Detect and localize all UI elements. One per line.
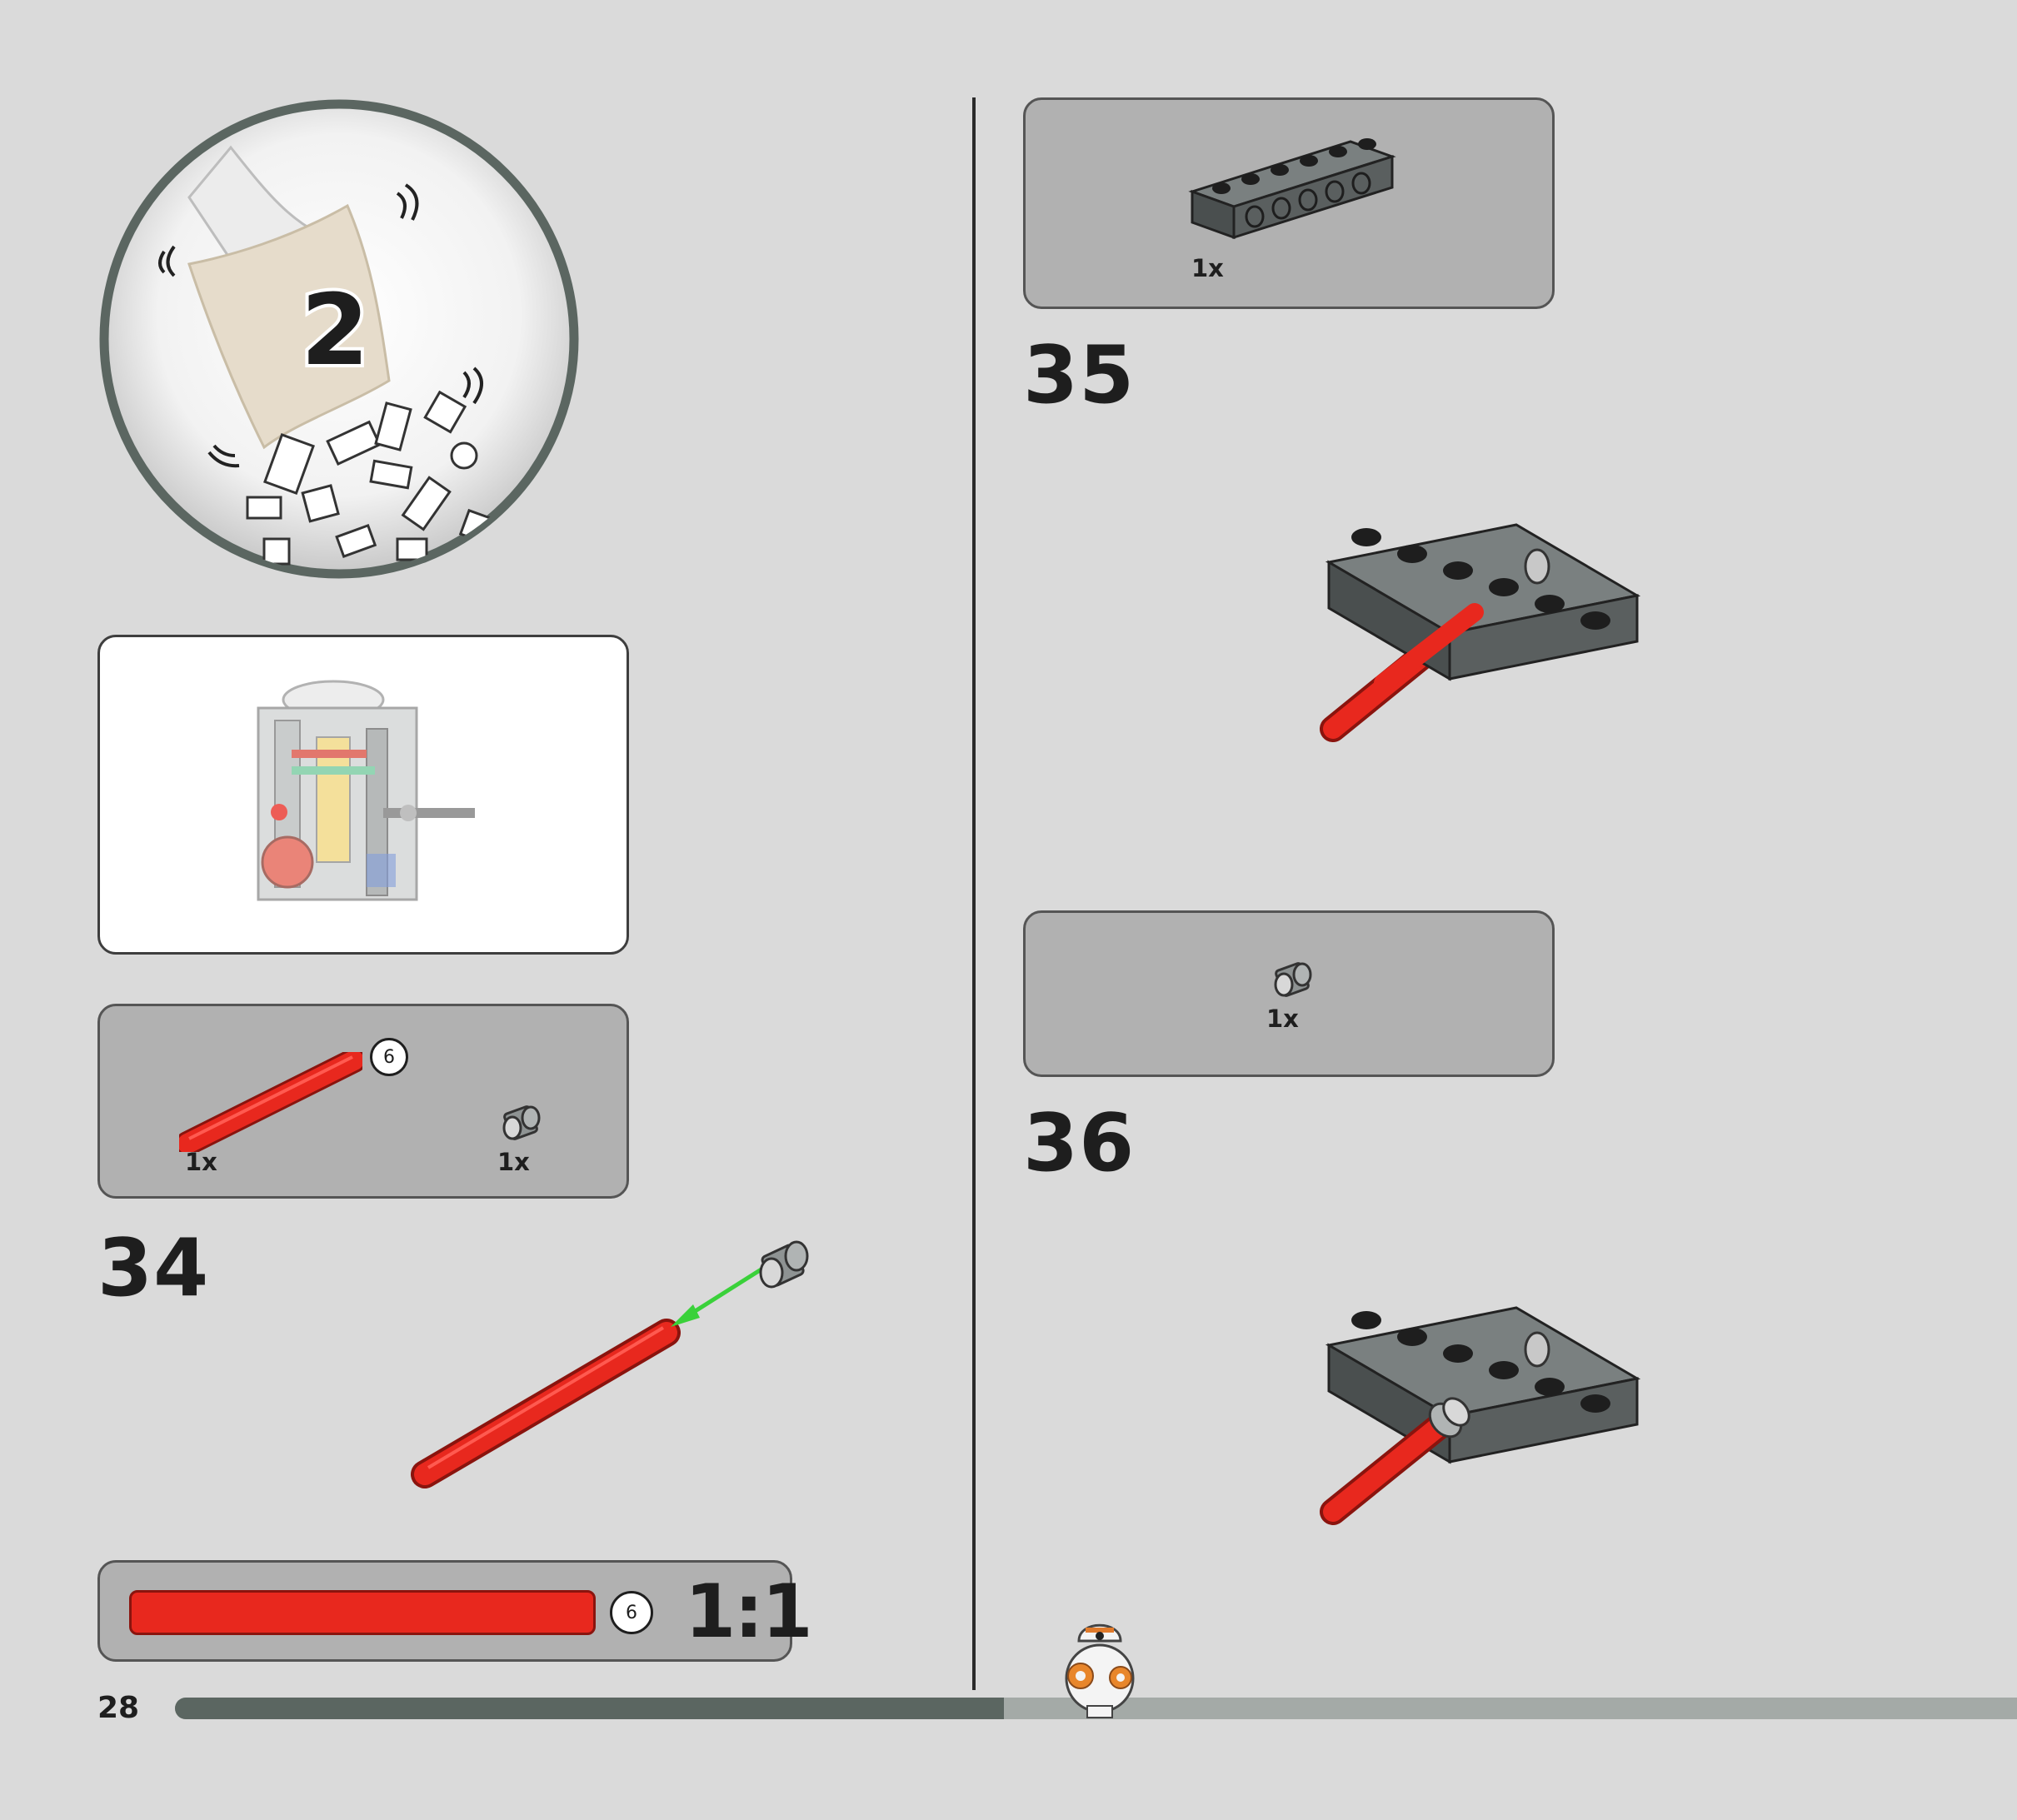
step-35-number: 35	[1023, 330, 1136, 421]
step-34-part-1-qty: 1x	[185, 1148, 217, 1176]
scale-ratio-label: 1:1	[685, 1568, 813, 1654]
axle-red-part-icon	[179, 1052, 362, 1152]
page-number: 28	[97, 1691, 140, 1725]
scale-length-label: 6	[626, 1602, 637, 1623]
progress-fill	[175, 1698, 1004, 1719]
step-36-part-qty: 1x	[1266, 1005, 1299, 1033]
scale-axle-bar	[129, 1590, 596, 1635]
step-34-part-2-qty: 1x	[497, 1148, 530, 1176]
bush-part-icon	[1274, 962, 1312, 997]
scale-reference-box: 6 1:1	[97, 1560, 813, 1662]
axle-length-label: 6	[383, 1046, 395, 1068]
step-34-assembly-illustration	[411, 1240, 809, 1488]
bb8-droid-icon	[1065, 1623, 1135, 1718]
subassembly-preview-image	[257, 680, 475, 901]
technic-brick-part-icon	[1188, 138, 1396, 240]
axle-length-badge: 6	[370, 1038, 408, 1076]
step-34-number: 34	[97, 1223, 210, 1314]
column-divider	[972, 97, 976, 1690]
step-35-assembly-illustration	[1320, 523, 1641, 742]
subassembly-preview-box	[97, 635, 629, 955]
step-36-assembly-illustration	[1320, 1306, 1641, 1525]
scale-length-badge: 6	[610, 1591, 653, 1634]
bag-open-illustration: 2	[97, 97, 581, 581]
step-35-parts-box: 1x	[1023, 97, 1555, 309]
step-35-part-qty: 1x	[1191, 254, 1224, 282]
step-34-parts-box: 6 1x 1x	[97, 1004, 629, 1199]
bag-number: 2	[301, 272, 369, 387]
bush-part-icon	[502, 1105, 541, 1140]
step-36-number: 36	[1023, 1098, 1136, 1189]
step-36-parts-box: 1x	[1023, 910, 1555, 1077]
